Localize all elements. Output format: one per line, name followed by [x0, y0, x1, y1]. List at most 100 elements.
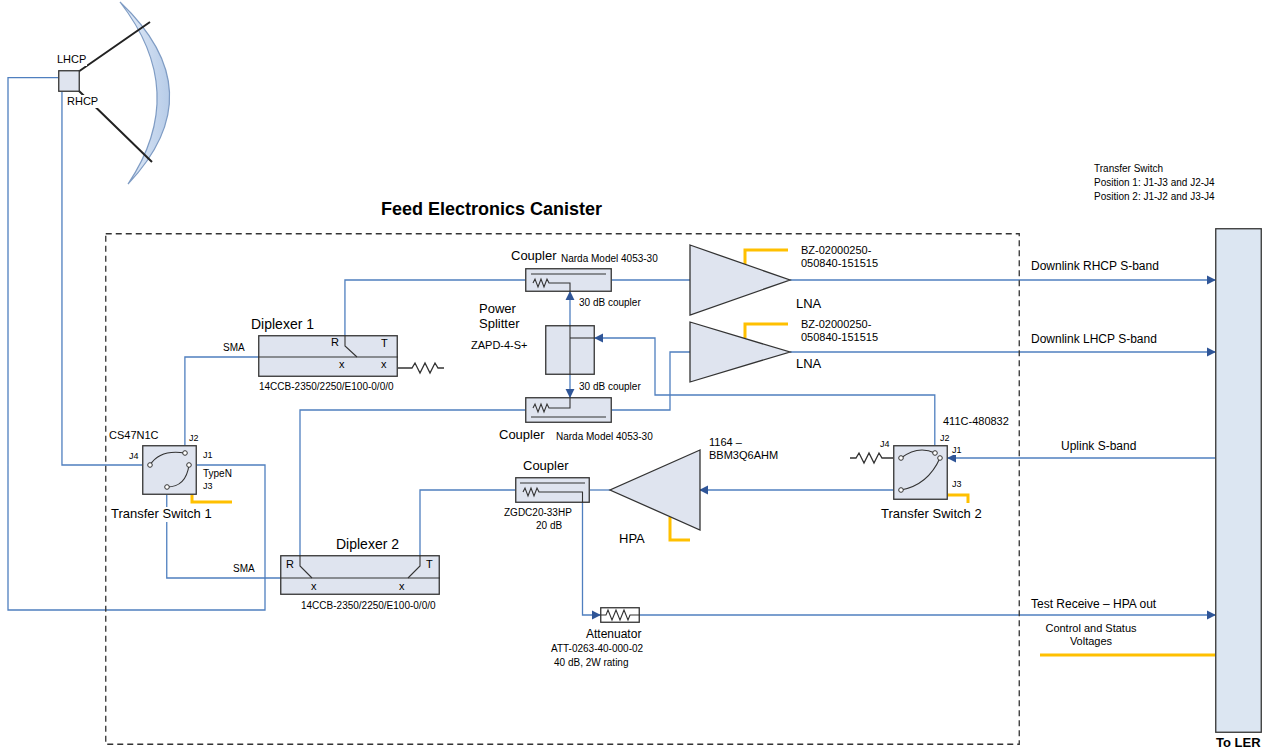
- internal-line: [901, 450, 935, 458]
- component-label: T: [425, 558, 434, 571]
- component-label: x: [398, 580, 406, 593]
- component-body: [516, 478, 590, 503]
- component-label: 14CCB-2350/2250/E100-0/0/0: [258, 381, 395, 393]
- attenuator: AttenuatorATT-0263-40-000-0240 dB, 2W ra…: [600, 607, 640, 623]
- diplexer-outline: [280, 555, 440, 595]
- component-body: [894, 446, 948, 500]
- component-label: Coupler: [522, 459, 570, 474]
- component-label: J4: [128, 451, 140, 461]
- amplifier-triangle: [610, 450, 700, 530]
- internal-line: [520, 482, 585, 483]
- signal-line: [590, 489, 610, 490]
- component-label: Diplexer 1: [250, 316, 315, 332]
- component-label: ZAPD-4-S+: [470, 339, 529, 352]
- component-label: BZ-02000250- 050840-151515: [800, 244, 894, 269]
- internal-line: [901, 458, 940, 490]
- switch-terminal: [933, 451, 938, 456]
- directional-coupler-outline: [515, 477, 590, 503]
- control-line: [948, 495, 968, 503]
- signal-line: [700, 489, 893, 490]
- component-label: 40 dB, 2W rating: [553, 657, 629, 669]
- connector-label: SMA: [222, 342, 246, 354]
- internal-line: [167, 465, 189, 487]
- component-label: ZGDC20-33HP: [503, 507, 573, 519]
- hpa-amplifier: 1164 – BBM3Q6AHMHPA: [610, 450, 700, 530]
- component-label: J2: [188, 433, 200, 443]
- control-line: [745, 250, 788, 264]
- component-label: Narda Model 4053-30: [560, 253, 659, 265]
- component-label: Feed Electronics Canister: [380, 199, 603, 220]
- signal-label: Uplink S-band: [1060, 440, 1137, 454]
- signal-line: [300, 410, 525, 555]
- component-label: Coupler: [510, 249, 558, 264]
- component-body: [526, 269, 612, 292]
- directional-coupler: CouplerZGDC20-33HP20 dB: [515, 477, 590, 503]
- lna-amplifier: BZ-02000250- 050840-151515LNA: [690, 245, 790, 315]
- control-line: [745, 324, 788, 338]
- internal-line: [280, 577, 440, 578]
- diplexer: Diplexer 1RxTx14CCB-2350/2250/E100-0/0/0: [258, 335, 398, 377]
- component-body: [59, 71, 80, 92]
- antenna-feed-outline: [58, 70, 80, 92]
- signal-line: [569, 292, 570, 325]
- component-label: LNA: [795, 297, 822, 312]
- power-splitter: Power SplitterZAPD-4-S+: [545, 325, 595, 375]
- connector-label: TypeN: [202, 468, 233, 480]
- internal-line: [531, 273, 606, 274]
- lna-amplifier-outline: [690, 322, 790, 382]
- component-label: CS47N1C: [108, 429, 160, 442]
- lna-amplifier: BZ-02000250- 050840-151515LNA: [690, 322, 790, 382]
- switch-terminal: [899, 456, 904, 461]
- component-label: Coupler: [498, 428, 546, 443]
- component-body: [259, 336, 398, 377]
- signal-line: [569, 375, 570, 397]
- component-label: x: [310, 580, 318, 593]
- component-label: 20 dB: [535, 520, 563, 532]
- control-line: [192, 495, 232, 502]
- signal-line: [185, 357, 258, 445]
- transfer-switch: CS47N1CJ2J4J1J3Transfer Switch 1: [142, 445, 197, 495]
- directional-coupler: CouplerNarda Model 4053-3030 dB coupler: [525, 268, 612, 292]
- signal-line: [790, 279, 1215, 280]
- signal-label: Test Receive – HPA out: [1030, 598, 1157, 612]
- component-body: [143, 446, 197, 495]
- internal-line: [345, 335, 357, 357]
- transfer-switch: 411C-480832J2J4J1J3Transfer Switch 2: [893, 445, 948, 500]
- component-body: [526, 398, 612, 423]
- resistor-symbol: [850, 453, 893, 463]
- transfer-switch-outline: [893, 445, 948, 500]
- signal-line: [948, 457, 1215, 458]
- note-text: Position 1: J1-J3 and J2-J4: [1093, 177, 1216, 189]
- signal-line: [790, 351, 1215, 352]
- component-label: R: [285, 558, 295, 571]
- signal-line: [420, 490, 515, 555]
- transfer-switch-outline: [142, 445, 197, 495]
- component-body: [546, 326, 595, 375]
- component-label: LNA: [795, 357, 822, 372]
- internal-line: [531, 416, 606, 417]
- canister-outline: [106, 234, 1020, 745]
- component-label: Transfer Switch 2: [880, 507, 983, 522]
- hpa-amplifier-outline: [610, 450, 700, 530]
- internal-line: [408, 555, 420, 578]
- switch-terminal: [938, 456, 943, 461]
- internal-line: [533, 279, 570, 292]
- connector-label: SMA: [232, 563, 256, 575]
- antenna-feed: LHCPRHCP: [58, 70, 80, 92]
- component-label: Transfer Switch 1: [110, 507, 213, 522]
- signal-label: Downlink RHCP S-band: [1030, 260, 1160, 274]
- internal-line: [150, 452, 185, 465]
- switch-terminal: [148, 463, 153, 468]
- component-label: 14CCB-2350/2250/E100-0/0/0: [300, 600, 437, 612]
- amplifier-triangle: [690, 245, 790, 315]
- signal-line: [8, 78, 265, 610]
- component-label: R: [330, 336, 340, 349]
- component-label: J3: [951, 479, 963, 489]
- component-body: [1216, 229, 1262, 733]
- legend-line-sample: [1040, 654, 1215, 657]
- directional-coupler-outline: [525, 397, 612, 423]
- lna-amplifier-outline: [690, 245, 790, 315]
- power-splitter-outline: [545, 325, 595, 375]
- switch-terminal: [187, 463, 192, 468]
- component-label: T: [380, 337, 389, 350]
